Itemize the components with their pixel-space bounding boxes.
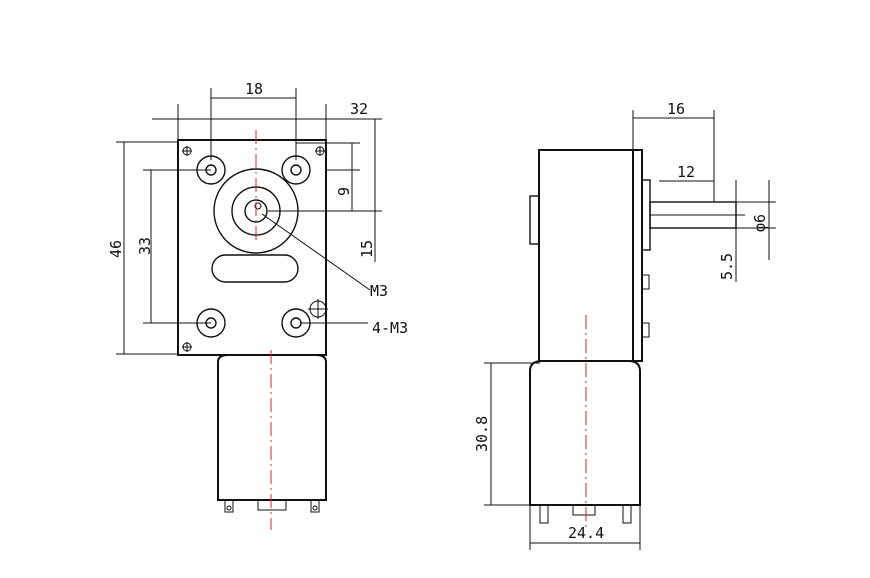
- shaft-thread-hole: [254, 202, 262, 210]
- side-hole-marker: [308, 299, 328, 319]
- dim-5-5: 5.5: [718, 180, 745, 282]
- dim-18-label: 18: [245, 80, 263, 98]
- corner-screw-top-right: [315, 146, 325, 156]
- dim-15: 15: [268, 119, 382, 262]
- dim-24-4: 24.4: [529, 505, 641, 550]
- side-motor-tab: [572, 504, 596, 516]
- dim-15-label: 15: [358, 240, 376, 258]
- dim-9: 9: [296, 142, 360, 211]
- dim-33-label: 33: [136, 237, 154, 255]
- front-terminal-right: [310, 499, 320, 513]
- dim-30-8-label: 30.8: [473, 416, 491, 452]
- callout-m3: M3: [261, 213, 388, 300]
- side-right-boss: [641, 179, 651, 251]
- corner-screw-bottom-left: [182, 342, 192, 352]
- dim-12: 12: [659, 163, 714, 182]
- side-front-plate: [632, 149, 643, 362]
- dim-5-5-label: 5.5: [718, 253, 736, 280]
- side-view: 16 12 φ6 5.5 30.8: [473, 100, 776, 550]
- dim-46-label: 46: [107, 240, 125, 258]
- dim-16-label: 16: [667, 100, 685, 118]
- dim-16: 16: [632, 100, 715, 202]
- callout-4-m3: 4-M3: [300, 319, 408, 337]
- callout-m3-label: M3: [370, 282, 388, 300]
- corner-screw-top-left: [182, 146, 192, 156]
- side-terminal-right: [622, 504, 632, 524]
- side-left-boss: [529, 195, 540, 245]
- side-terminal-left: [539, 504, 549, 524]
- dim-9-label: 9: [335, 187, 353, 196]
- dim-33: 33: [136, 169, 211, 324]
- dim-46: 46: [107, 141, 178, 355]
- dim-phi6: φ6: [736, 180, 776, 260]
- front-view: 18 32 46 33 9: [107, 80, 408, 530]
- dim-12-label: 12: [677, 163, 695, 181]
- dim-30-8: 30.8: [473, 362, 540, 506]
- dim-24-4-label: 24.4: [568, 524, 604, 542]
- callout-4-m3-label: 4-M3: [372, 319, 408, 337]
- dim-32: 32: [152, 100, 382, 140]
- dim-32-label: 32: [350, 100, 368, 118]
- front-terminal-left: [224, 499, 234, 513]
- side-gearbox-body: [538, 149, 634, 362]
- dim-18: 18: [210, 80, 297, 160]
- side-motor-can: [529, 360, 641, 506]
- front-slot: [211, 254, 299, 283]
- front-gearbox-body: [177, 139, 327, 356]
- front-motor-can: [217, 354, 327, 501]
- front-motor-tab: [257, 499, 287, 511]
- dim-phi6-label: φ6: [751, 214, 769, 232]
